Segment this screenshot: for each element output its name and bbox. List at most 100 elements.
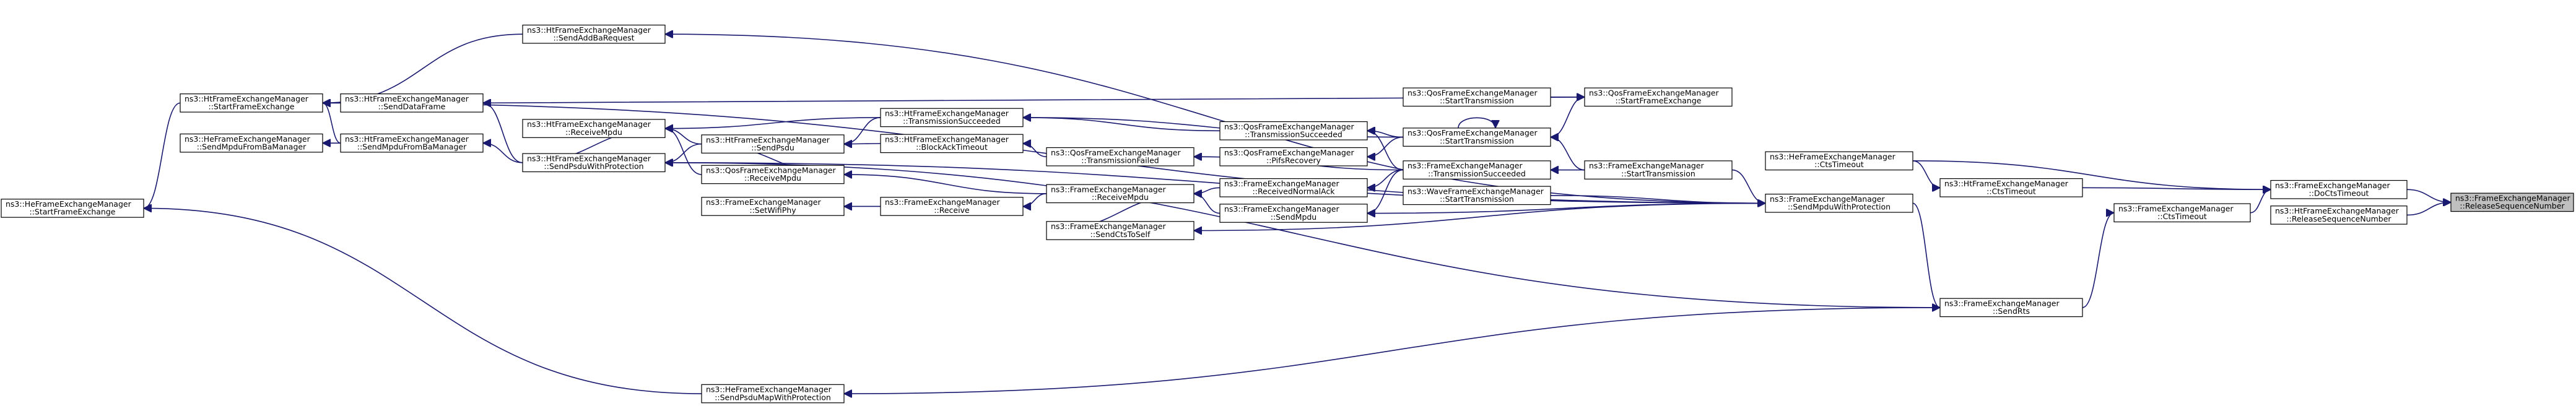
edge-fem_ts-to-fem_rna [1367,169,1404,188]
node-label-line2: ::BlockAckTimeout [916,142,988,152]
node-box [1046,184,1194,204]
node-ht_sdf[interactable]: ns3::HtFrameExchangeManager::SendDataFra… [340,93,484,113]
node-label-line2: ::SendPsduWithProtection [544,162,643,171]
nodes-layer: ns3::FrameExchangeManager::ReleaseSequen… [1,24,2574,404]
node-ht_rm[interactable]: ns3::HtFrameExchangeManager::ReceiveMpdu [522,119,666,138]
node-smwp[interactable]: ns3::FrameExchangeManager::SendMpduWithP… [1765,193,1913,213]
node-fem_rna[interactable]: ns3::FrameExchangeManager::ReceivedNorma… [1219,178,1368,197]
node-fem_ts[interactable]: ns3::FrameExchangeManager::TransmissionS… [1403,160,1551,180]
node-fem_rm[interactable]: ns3::FrameExchangeManager::ReceiveMpdu [1046,184,1194,204]
node-q_tf[interactable]: ns3::QosFrameExchangeManager::Transmissi… [1046,147,1194,167]
node-box [1046,221,1194,240]
node-box [1765,151,1913,171]
node-label-line1: ns3::FrameExchangeManager [2455,193,2570,202]
node-box [1765,193,1913,213]
node-label-line2: ::ReleaseSequenceNumber [2286,214,2391,223]
edge-smwp-to-sendrts [1912,202,1941,308]
edge-q_ts-to-ht_ts [1023,118,1221,132]
node-he_spmwp[interactable]: ns3::HeFrameExchangeManager::SendPsduMap… [701,384,845,404]
node-ht_rsn[interactable]: ns3::HtFrameExchangeManager::ReleaseSequ… [2270,206,2408,225]
edge-ht_ts-to-ht_rm [665,117,881,129]
edge-q_st2-to-q_pifs [1367,136,1404,157]
edge-fem_rna-to-fem_rm [1194,187,1221,194]
node-ht_bat[interactable]: ns3::HtFrameExchangeManager::BlockAckTim… [880,134,1024,154]
node-ht_smfba[interactable]: ns3::HtFrameExchangeManager::SendMpduFro… [340,133,484,153]
node-fem_st[interactable]: ns3::FrameExchangeManager::StartTransmis… [1584,160,1733,180]
node-box [522,24,666,44]
node-q_sfe[interactable]: ns3::QosFrameExchangeManager::StartFrame… [1584,87,1733,107]
node-q_rm[interactable]: ns3::QosFrameExchangeManager::ReceiveMpd… [701,165,845,184]
node-label-line2: ::SendMpduFromBaManager [197,142,307,151]
node-label-line2: ::SendMpduFromBaManager [357,142,467,151]
edge-q_rm-to-ht_rm [664,129,702,175]
node-label-line2: ::CtsTimeout [1814,160,1864,169]
node-box [522,153,666,173]
node-label-line1: ns3::QosFrameExchangeManager [1408,128,1538,137]
node-fem_sm[interactable]: ns3::FrameExchangeManager::SendMpdu [1219,204,1368,223]
node-label-line2: ::TransmissionSucceeded [1428,169,1526,178]
node-label-line1: ns3::FrameExchangeManager [1224,179,1339,188]
edge-q_st2-to-q_st2 [1458,117,1495,128]
node-label-line2: ::TransmissionFailed [1081,156,1159,165]
node-box [701,384,845,404]
edge-he_cts-to-ht_cts [1912,160,1941,188]
node-label-line1: ns3::HtFrameExchangeManager [345,134,469,144]
node-q_st2[interactable]: ns3::QosFrameExchangeManager::StartTrans… [1403,128,1551,147]
node-wave_st[interactable]: ns3::WaveFrameExchangeManager::StartTran… [1403,186,1551,206]
node-label-line1: ns3::HtFrameExchangeManager [2275,206,2400,215]
node-fem_scts[interactable]: ns3::FrameExchangeManager::SendCtsToSelf [1046,221,1194,240]
node-box [701,165,845,184]
node-label-line1: ns3::FrameExchangeManager [1051,185,1166,194]
edge-ht_smfba-to-ht_sfe [322,103,341,144]
node-label-line2: ::ReleaseSequenceNumber [2460,201,2565,210]
node-label-line1: ns3::QosFrameExchangeManager [1051,148,1181,157]
node-label-line1: ns3::FrameExchangeManager [2275,181,2390,190]
edge-sendrts-to-he_spmwp [844,307,1941,394]
node-fem_recv[interactable]: ns3::FrameExchangeManager::Receive [880,197,1024,216]
node-rsn[interactable]: ns3::FrameExchangeManager::ReleaseSequen… [2450,193,2574,212]
node-label-line1: ns3::HtFrameExchangeManager [527,25,651,35]
node-fem_cts[interactable]: ns3::FrameExchangeManager::CtsTimeout [2113,203,2251,223]
node-he_cts[interactable]: ns3::HeFrameExchangeManager::CtsTimeout [1765,151,1913,171]
edge-fem_rm-to-q_rm [844,175,1047,194]
node-label-line1: ns3::HtFrameExchangeManager [885,109,1009,118]
node-ht_ts[interactable]: ns3::HtFrameExchangeManager::Transmissio… [880,108,1024,128]
node-label-line2: ::Receive [934,206,970,215]
node-label-line2: ::SendRts [1993,306,2030,316]
edge-ht_rsn-to-rsn [2406,202,2451,216]
node-ht_spwp[interactable]: ns3::HtFrameExchangeManager::SendPsduWit… [522,153,666,173]
node-label-line1: ns3::HtFrameExchangeManager [527,154,651,163]
node-label-line1: ns3::FrameExchangeManager [1944,299,2060,308]
node-label-line2: ::DoCtsTimeout [2309,189,2369,198]
node-label-line2: ::PifsRecovery [1266,156,1321,165]
node-ht_sp[interactable]: ns3::HtFrameExchangeManager::SendPsdu [701,134,845,154]
edge-ht_sfe-to-he_sfe [143,102,181,208]
node-ht_cts[interactable]: ns3::HtFrameExchangeManager::CtsTimeout [1939,178,2083,197]
node-label-line1: ns3::HeFrameExchangeManager [706,385,832,394]
edge-q_sfe-to-q_st2 [1550,96,1585,137]
node-docts[interactable]: ns3::FrameExchangeManager::DoCtsTimeout [2270,180,2408,199]
node-label-line2: ::SetWifiPhy [749,206,796,215]
edge-fem_rm-to-fem_recv [1022,193,1047,207]
node-label-line1: ns3::FrameExchangeManager [2118,204,2234,213]
node-box [701,197,845,216]
node-label-line2: ::ReceivedNormalAck [1253,187,1336,196]
node-box [1939,298,2083,318]
node-q_pifs[interactable]: ns3::QosFrameExchangeManager::PifsRecove… [1219,147,1368,167]
node-box [1046,147,1194,167]
node-label-line2: ::CtsTimeout [1986,187,2036,196]
node-label-line1: ns3::FrameExchangeManager [1224,204,1339,214]
node-label-line2: ::StartTransmission [1440,96,1514,105]
node-he_smfba[interactable]: ns3::HeFrameExchangeManager::SendMpduFro… [180,133,323,153]
edge-fem_ts-to-fem_sm [1367,169,1404,214]
node-sendrts[interactable]: ns3::FrameExchangeManager::SendRts [1939,298,2083,318]
node-fem_swp[interactable]: ns3::FrameExchangeManager::SetWifiPhy [701,197,845,216]
node-label-line2: ::TransmissionSucceeded [1245,130,1342,139]
node-ht_sfe[interactable]: ns3::HtFrameExchangeManager::StartFrameE… [180,93,323,113]
node-he_sfe[interactable]: ns3::HeFrameExchangeManager::StartFrameE… [1,199,144,218]
node-box [880,108,1024,128]
node-box [1403,160,1551,180]
node-q_st1[interactable]: ns3::QosFrameExchangeManager::StartTrans… [1403,87,1551,107]
node-q_ts[interactable]: ns3::QosFrameExchangeManager::Transmissi… [1219,121,1368,141]
node-ht_saddba[interactable]: ns3::HtFrameExchangeManager::SendAddBaRe… [522,24,666,44]
